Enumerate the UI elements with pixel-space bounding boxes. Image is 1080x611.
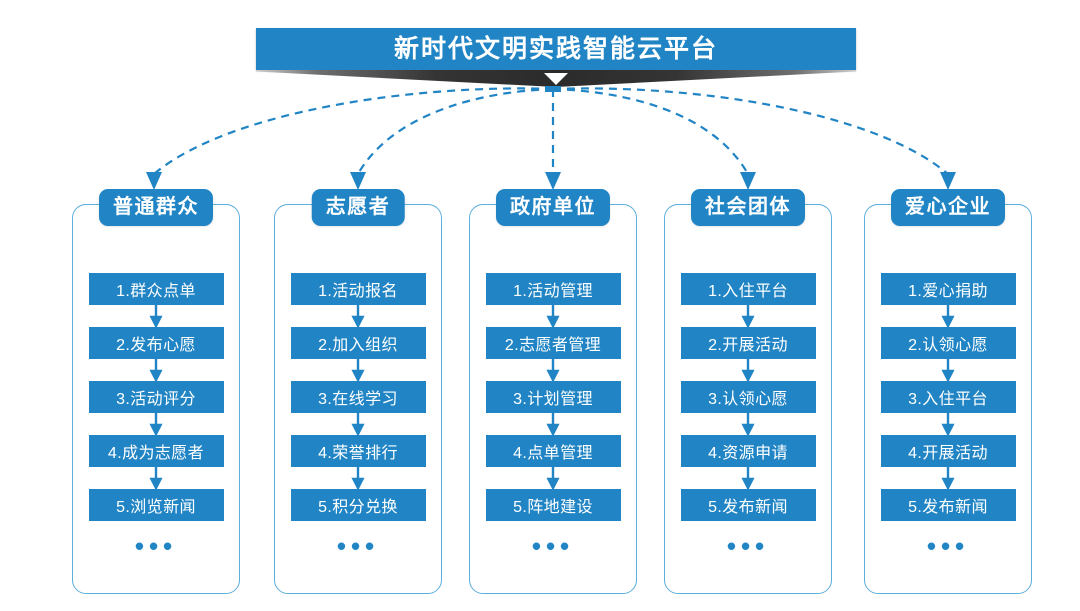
arrow-down-icon	[351, 359, 365, 381]
step-item[interactable]: 4.荣誉排行	[290, 435, 426, 467]
step-item[interactable]: 4.资源申请	[680, 435, 816, 467]
arrow-down-icon	[149, 413, 163, 435]
step-item[interactable]: 3.入住平台	[880, 381, 1016, 413]
step-item[interactable]: 1.爱心捐助	[880, 273, 1016, 305]
step-item[interactable]: 1.入住平台	[680, 273, 816, 305]
step-item[interactable]: 4.点单管理	[485, 435, 621, 467]
column-caring-enterprise: 爱心企业 1.爱心捐助 2.认领心愿 3.入住平台 4.开展活动 5.发布新闻 …	[864, 189, 1032, 594]
step-item[interactable]: 5.发布新闻	[880, 489, 1016, 521]
step-list-1: 1.群众点单 2.发布心愿 3.活动评分 4.成为志愿者 5.浏览新闻 •••	[73, 273, 239, 559]
more-items-ellipsis[interactable]: •••	[926, 531, 970, 561]
step-item[interactable]: 5.浏览新闻	[88, 489, 224, 521]
arrow-down-icon	[741, 467, 755, 489]
arrow-down-icon	[941, 359, 955, 381]
connector-to-col-2	[357, 87, 554, 175]
step-item[interactable]: 2.开展活动	[680, 327, 816, 359]
step-item[interactable]: 1.活动管理	[485, 273, 621, 305]
banner-bar: 新时代文明实践智能云平台	[256, 28, 856, 70]
more-items-ellipsis[interactable]: •••	[336, 531, 380, 561]
column-ordinary-public: 普通群众 1.群众点单 2.发布心愿 3.活动评分 4.成为志愿者 5.浏览新闻…	[72, 189, 240, 594]
step-item[interactable]: 4.成为志愿者	[88, 435, 224, 467]
platform-banner: 新时代文明实践智能云平台	[256, 28, 856, 70]
arrow-down-icon	[149, 467, 163, 489]
connector-to-col-5	[552, 87, 949, 175]
arrow-down-icon	[149, 305, 163, 327]
connector-to-col-1	[153, 87, 554, 175]
arrow-down-icon	[941, 413, 955, 435]
column-header-5[interactable]: 爱心企业	[891, 189, 1005, 226]
step-item[interactable]: 3.在线学习	[290, 381, 426, 413]
arrowhead-col-3	[545, 172, 561, 190]
step-list-3: 1.活动管理 2.志愿者管理 3.计划管理 4.点单管理 5.阵地建设 •••	[470, 273, 636, 559]
step-list-4: 1.入住平台 2.开展活动 3.认领心愿 4.资源申请 5.发布新闻 •••	[665, 273, 831, 559]
arrowhead-col-5	[940, 172, 956, 190]
column-header-4[interactable]: 社会团体	[691, 189, 805, 226]
banner-ribbon-shadow	[256, 70, 856, 87]
step-item[interactable]: 1.群众点单	[88, 273, 224, 305]
column-government-unit: 政府单位 1.活动管理 2.志愿者管理 3.计划管理 4.点单管理 5.阵地建设…	[469, 189, 637, 594]
step-item[interactable]: 2.发布心愿	[88, 327, 224, 359]
step-item[interactable]: 3.活动评分	[88, 381, 224, 413]
step-item[interactable]: 1.活动报名	[290, 273, 426, 305]
arrowhead-col-1	[146, 172, 162, 190]
arrowhead-col-2	[350, 172, 366, 190]
step-list-2: 1.活动报名 2.加入组织 3.在线学习 4.荣誉排行 5.积分兑换 •••	[275, 273, 441, 559]
step-item[interactable]: 5.阵地建设	[485, 489, 621, 521]
step-item[interactable]: 3.计划管理	[485, 381, 621, 413]
arrow-down-icon	[741, 305, 755, 327]
step-item[interactable]: 4.开展活动	[880, 435, 1016, 467]
arrow-down-icon	[351, 305, 365, 327]
arrow-down-icon	[149, 359, 163, 381]
arrow-down-icon	[546, 413, 560, 435]
arrow-down-icon	[546, 467, 560, 489]
arrow-down-icon	[941, 305, 955, 327]
arrow-down-icon	[546, 305, 560, 327]
arrow-down-icon	[351, 467, 365, 489]
connector-hub	[545, 86, 561, 92]
more-items-ellipsis[interactable]: •••	[726, 531, 770, 561]
step-item[interactable]: 2.加入组织	[290, 327, 426, 359]
step-item[interactable]: 2.志愿者管理	[485, 327, 621, 359]
arrow-down-icon	[351, 413, 365, 435]
column-header-2[interactable]: 志愿者	[311, 189, 405, 226]
more-items-ellipsis[interactable]: •••	[531, 531, 575, 561]
arrow-down-icon	[741, 359, 755, 381]
connector-to-col-4	[552, 87, 749, 175]
column-volunteer: 志愿者 1.活动报名 2.加入组织 3.在线学习 4.荣誉排行 5.积分兑换 •…	[274, 189, 442, 594]
more-items-ellipsis[interactable]: •••	[134, 531, 178, 561]
step-list-5: 1.爱心捐助 2.认领心愿 3.入住平台 4.开展活动 5.发布新闻 •••	[865, 273, 1031, 559]
arrow-down-icon	[546, 359, 560, 381]
column-header-3[interactable]: 政府单位	[496, 189, 610, 226]
platform-title: 新时代文明实践智能云平台	[393, 34, 718, 63]
column-social-group: 社会团体 1.入住平台 2.开展活动 3.认领心愿 4.资源申请 5.发布新闻 …	[664, 189, 832, 594]
arrow-down-icon	[741, 413, 755, 435]
step-item[interactable]: 5.积分兑换	[290, 489, 426, 521]
step-item[interactable]: 5.发布新闻	[680, 489, 816, 521]
column-header-1[interactable]: 普通群众	[99, 189, 213, 226]
step-item[interactable]: 3.认领心愿	[680, 381, 816, 413]
arrow-down-icon	[941, 467, 955, 489]
arrowhead-col-4	[740, 172, 756, 190]
step-item[interactable]: 2.认领心愿	[880, 327, 1016, 359]
